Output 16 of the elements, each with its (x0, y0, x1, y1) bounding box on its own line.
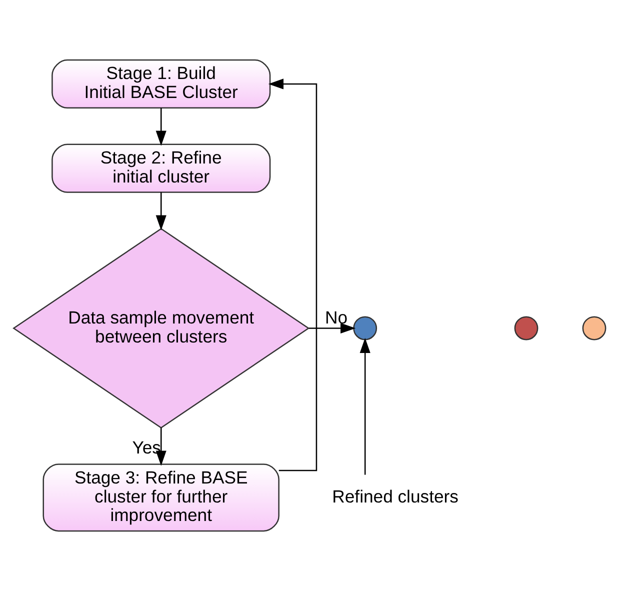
arrow (268, 78, 318, 471)
edge-label: Yes (132, 437, 161, 458)
node-diamond: Data sample movement between clusters (12, 228, 310, 428)
arrow (156, 107, 166, 146)
node-circle (353, 316, 378, 340)
node-circle (582, 316, 606, 340)
node-circle (514, 316, 538, 340)
arrow (156, 427, 166, 466)
node-box: Stage 2: Refine initial cluster (52, 143, 271, 192)
node-box: Stage 1: Build Initial BASE Cluster (52, 58, 271, 108)
edge-label: No (325, 306, 348, 327)
arrow (156, 192, 166, 230)
arrow (360, 337, 370, 474)
node-box: Stage 3: Refine BASE cluster for further improvement (42, 463, 280, 532)
node-text: Refined clusters (332, 486, 458, 506)
arrow (308, 322, 356, 334)
